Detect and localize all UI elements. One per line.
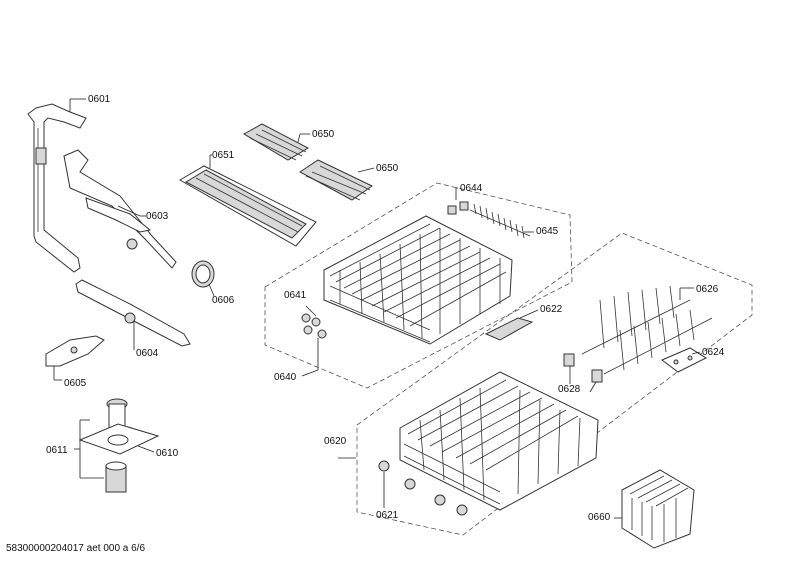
label-0610: 0610: [156, 448, 179, 459]
tine-row-0645: [469, 203, 534, 239]
brackets-0628: [563, 353, 603, 393]
label-0628: 0628: [558, 384, 581, 395]
label-0624: 0624: [702, 347, 725, 358]
label-0606: 0606: [212, 295, 235, 306]
label-0641: 0641: [284, 290, 307, 301]
clip-0644: [447, 187, 469, 215]
label-0603: 0603: [146, 211, 169, 222]
label-0604: 0604: [136, 348, 159, 359]
label-0651: 0651: [212, 150, 235, 161]
cup-rack-0650a: [242, 123, 310, 161]
filter-plate-0605: [45, 335, 105, 381]
label-0650-b: 0650: [376, 163, 399, 174]
label-0650-a: 0650: [312, 129, 335, 140]
tine-rows-0626: [581, 285, 713, 375]
label-0626: 0626: [696, 284, 719, 295]
label-0621: 0621: [376, 510, 399, 521]
label-0660: 0660: [588, 512, 611, 523]
cutlery-basket-0660: [614, 469, 695, 549]
rollers-0621: [378, 460, 468, 516]
knife-tray-0651: [178, 154, 317, 247]
lower-basket-group-outline: [356, 232, 753, 536]
label-0640: 0640: [274, 372, 297, 383]
drawing-reference-footer: 58300000204017 aet 000 a 6/6: [6, 543, 146, 554]
clips-0624: [661, 347, 708, 373]
label-0620: 0620: [324, 436, 347, 447]
cup-rack-0650b: [299, 159, 375, 201]
label-0611: 0611: [46, 445, 68, 456]
upper-basket-group-outline: [264, 182, 573, 389]
label-0605: 0605: [64, 378, 87, 389]
label-0644: 0644: [460, 183, 483, 194]
label-0622: 0622: [540, 304, 563, 315]
spray-pipe-0601: [27, 98, 87, 273]
rollers-0641: [301, 305, 327, 339]
sump-filter-0611: [74, 398, 160, 493]
handle-0622: [484, 309, 539, 341]
upper-spray-arm-0603: [63, 149, 177, 269]
upper-basket-0640: [301, 215, 513, 377]
lower-basket-0620: [338, 371, 599, 511]
filter-disc-0606: [191, 260, 215, 297]
label-0601: 0601: [88, 94, 111, 105]
lower-spray-arm-0604: [75, 279, 191, 350]
label-0645: 0645: [536, 226, 559, 237]
